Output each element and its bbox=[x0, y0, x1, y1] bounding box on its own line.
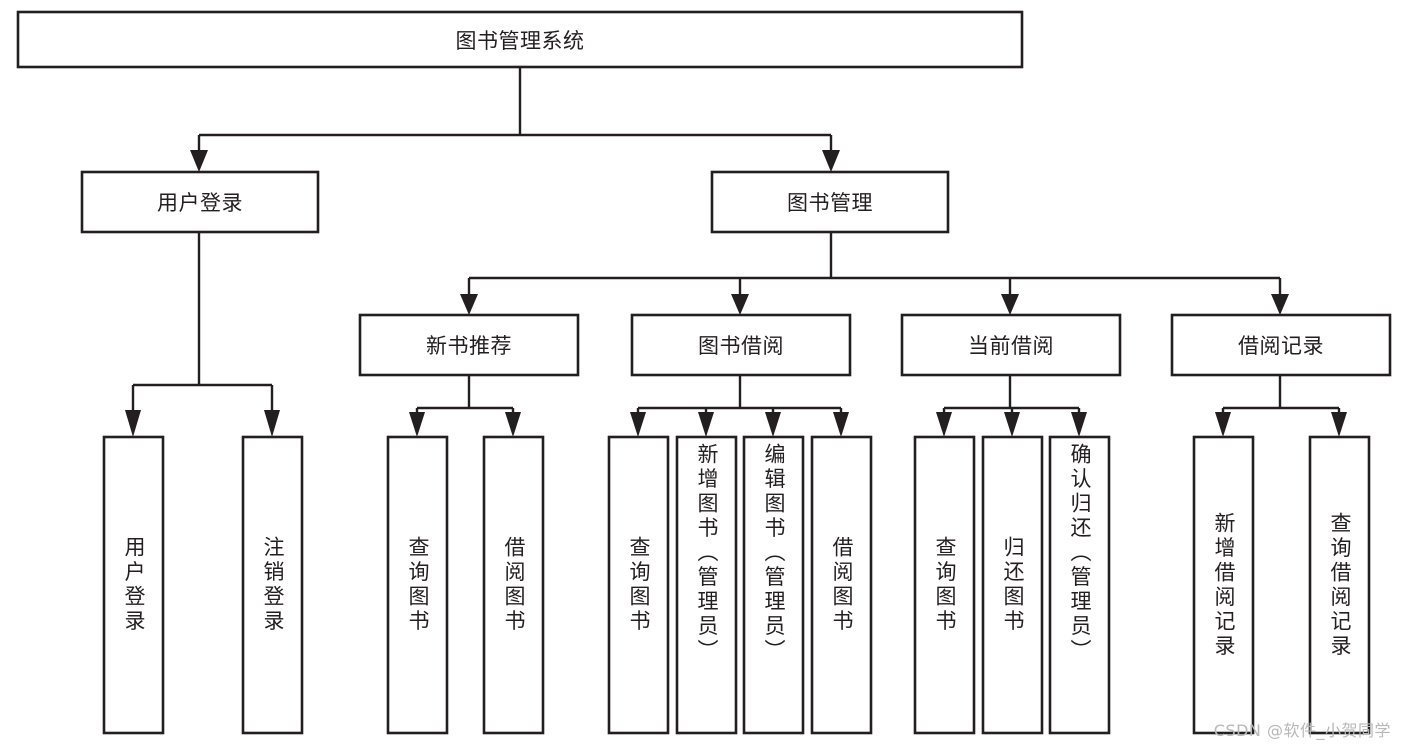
arrowhead-current-borrow bbox=[1001, 294, 1019, 315]
arrowhead-user-login bbox=[190, 150, 208, 172]
node-user-login[interactable] bbox=[80, 170, 320, 234]
arrowhead-leaf-borrow-book-2 bbox=[833, 412, 849, 437]
arrowhead-leaf-query-book-1 bbox=[409, 412, 425, 437]
node-leaf-confirm-return[interactable] bbox=[1048, 435, 1111, 735]
arrowhead-leaf-logout bbox=[264, 410, 280, 437]
arrowhead-borrow-record bbox=[1271, 294, 1289, 315]
arrowhead-leaf-user-login bbox=[125, 410, 141, 437]
node-leaf-borrow-book-2[interactable] bbox=[810, 435, 873, 735]
node-leaf-edit-book[interactable] bbox=[742, 435, 805, 735]
node-leaf-query-book-2[interactable] bbox=[607, 435, 670, 735]
node-leaf-add-book[interactable] bbox=[675, 435, 738, 735]
node-leaf-logout[interactable] bbox=[241, 435, 304, 735]
arrowhead-book-manage bbox=[822, 150, 840, 172]
arrowhead-new-book-rec bbox=[460, 294, 478, 315]
arrowhead-leaf-query-record bbox=[1331, 412, 1347, 437]
node-borrow-record[interactable] bbox=[1170, 313, 1392, 377]
arrowhead-leaf-edit-book bbox=[765, 412, 781, 437]
arrowhead-book-borrow bbox=[731, 294, 749, 315]
edges-layer bbox=[125, 67, 1347, 437]
watermark-text: CSDN @软件_小贺同学 bbox=[1213, 721, 1391, 740]
node-leaf-user-login[interactable] bbox=[102, 435, 165, 735]
arrowhead-leaf-confirm-return bbox=[1071, 412, 1087, 437]
node-current-borrow[interactable] bbox=[900, 313, 1122, 377]
arrowhead-leaf-add-book bbox=[698, 412, 714, 437]
node-leaf-add-record[interactable] bbox=[1192, 435, 1255, 735]
arrowhead-leaf-query-book-2 bbox=[630, 412, 646, 437]
arrowhead-leaf-add-record bbox=[1215, 412, 1231, 437]
node-book-borrow[interactable] bbox=[630, 313, 852, 377]
node-new-book-rec[interactable] bbox=[358, 313, 580, 377]
node-leaf-borrow-book-1[interactable] bbox=[482, 435, 545, 735]
node-leaf-return-book[interactable] bbox=[981, 435, 1044, 735]
node-leaf-query-book-1[interactable] bbox=[386, 435, 449, 735]
arrowhead-leaf-borrow-book-1 bbox=[505, 412, 521, 437]
nodes-layer bbox=[16, 10, 1392, 735]
arrowhead-leaf-query-book-3 bbox=[936, 412, 952, 437]
node-root[interactable] bbox=[16, 10, 1024, 69]
node-leaf-query-record[interactable] bbox=[1308, 435, 1371, 735]
arrowhead-leaf-return-book bbox=[1004, 412, 1020, 437]
node-leaf-query-book-3[interactable] bbox=[913, 435, 976, 735]
node-book-manage[interactable] bbox=[710, 170, 950, 234]
